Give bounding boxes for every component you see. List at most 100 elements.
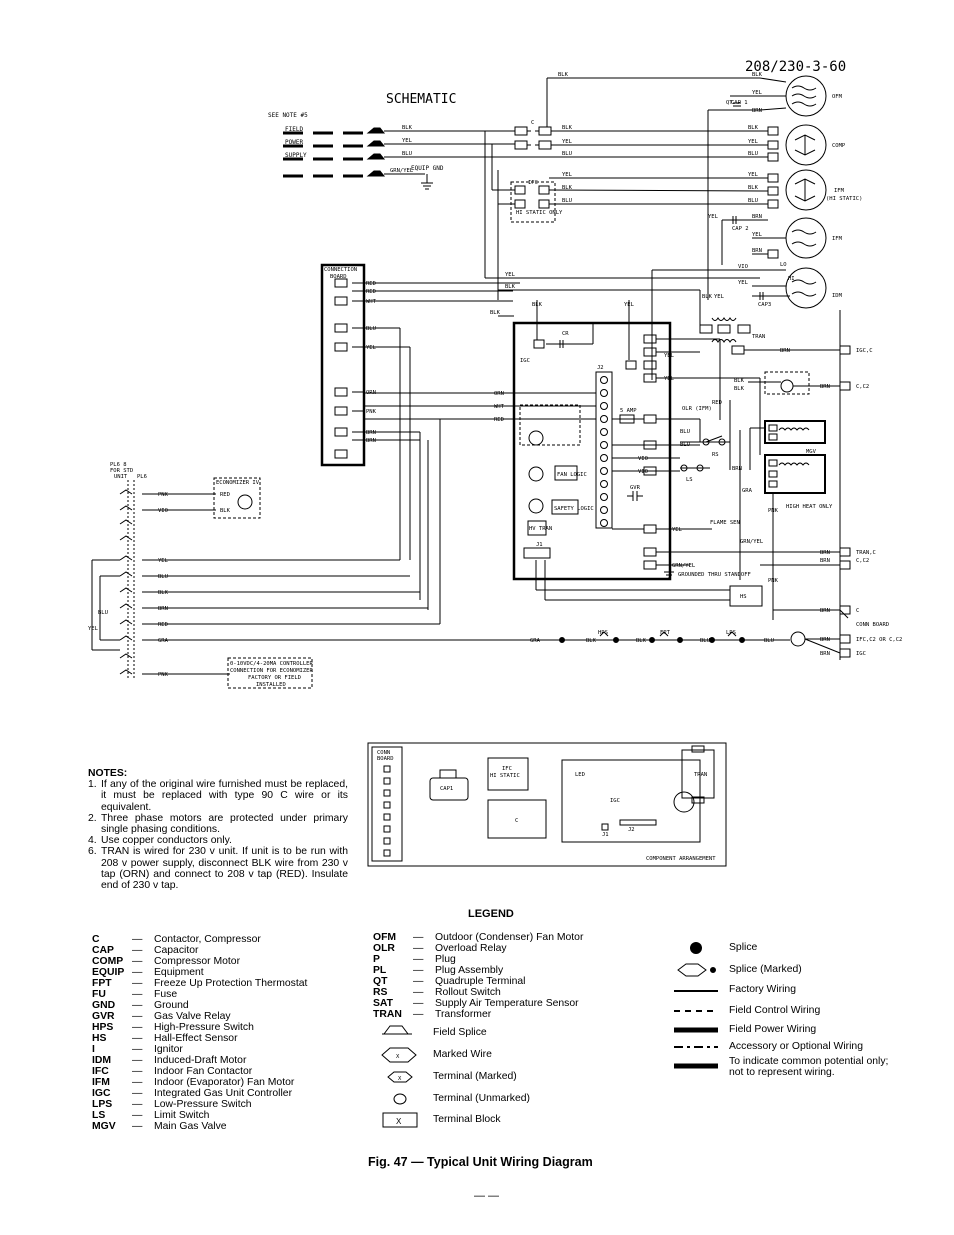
svg-text:FLAME SEN: FLAME SEN bbox=[710, 520, 740, 526]
svg-text:CAP 2: CAP 2 bbox=[732, 226, 749, 232]
svg-text:GRN/YEL: GRN/YEL bbox=[672, 563, 696, 569]
svg-text:CONNECTION: CONNECTION bbox=[324, 267, 357, 273]
legend-symbol-label: Splice bbox=[729, 942, 758, 953]
svg-text:BRN: BRN bbox=[366, 438, 376, 444]
svg-text:CR: CR bbox=[562, 331, 569, 337]
svg-text:YEL: YEL bbox=[562, 139, 573, 145]
svg-text:C: C bbox=[531, 120, 534, 126]
svg-text:BOARD: BOARD bbox=[377, 756, 394, 762]
legend-item: CAP—Capacitor bbox=[92, 945, 199, 956]
legend-item: FPT—Freeze Up Protection Thermostat bbox=[92, 978, 308, 989]
svg-text:CAP1: CAP1 bbox=[440, 786, 453, 792]
legend-item: RS—Rollout Switch bbox=[373, 987, 501, 998]
legend-item: SAT—Supply Air Temperature Sensor bbox=[373, 998, 579, 1009]
svg-text:BLK: BLK bbox=[562, 125, 573, 131]
svg-text:IGC: IGC bbox=[520, 358, 530, 364]
legend-item: C—Contactor, Compressor bbox=[92, 934, 261, 945]
legend-symbols bbox=[381, 942, 718, 1128]
legend-symbol-label: Terminal Block bbox=[433, 1114, 501, 1125]
svg-text:IFC,C2 OR C,C2: IFC,C2 OR C,C2 bbox=[856, 637, 902, 643]
svg-text:HI: HI bbox=[788, 276, 795, 282]
svg-text:WHT: WHT bbox=[366, 299, 377, 305]
legend-symbol-label: To indicate common potential only; bbox=[729, 1056, 889, 1067]
svg-text:FACTORY OR FIELD: FACTORY OR FIELD bbox=[248, 675, 301, 681]
svg-text:BRN: BRN bbox=[780, 348, 790, 354]
note-item: 4.Use copper conductors only. bbox=[88, 835, 232, 847]
svg-text:BLK: BLK bbox=[402, 125, 413, 131]
legend-symbol-label: Terminal (Marked) bbox=[433, 1071, 517, 1082]
svg-text:PNK: PNK bbox=[158, 672, 169, 678]
svg-text:GVR: GVR bbox=[630, 485, 641, 491]
svg-text:FOR STD: FOR STD bbox=[110, 468, 133, 474]
svg-text:BRN: BRN bbox=[820, 637, 830, 643]
svg-text:BLK: BLK bbox=[734, 386, 745, 392]
voltage-title: 208/230-3-60 bbox=[745, 59, 846, 75]
component-arrangement bbox=[367, 742, 727, 867]
legend-item: OLR—Overload Relay bbox=[373, 943, 507, 954]
svg-text:YEL: YEL bbox=[672, 527, 683, 533]
svg-text:BLK: BLK bbox=[532, 302, 543, 308]
svg-text:LPS: LPS bbox=[726, 630, 736, 636]
note-item: 1.If any of the original wire furnished … bbox=[88, 779, 348, 813]
svg-text:QT: QT bbox=[726, 100, 733, 106]
svg-text:GRA: GRA bbox=[530, 638, 541, 644]
svg-text:BRN: BRN bbox=[820, 558, 830, 564]
svg-text:BLU: BLU bbox=[764, 638, 774, 644]
svg-text:BLK: BLK bbox=[702, 294, 713, 300]
svg-text:BRN: BRN bbox=[158, 606, 168, 612]
svg-text:LED: LED bbox=[575, 772, 585, 778]
figure-caption: Fig. 47 — Typical Unit Wiring Diagram bbox=[368, 1155, 593, 1169]
svg-text:X: X bbox=[396, 1054, 400, 1060]
svg-text:CAP 1: CAP 1 bbox=[731, 100, 748, 106]
svg-text:PL6: PL6 bbox=[137, 474, 147, 480]
svg-text:BLU: BLU bbox=[158, 574, 168, 580]
svg-text:HV TRAN: HV TRAN bbox=[529, 526, 552, 532]
component-arrangement-labels: CONN BOARD CAP1 IFC HI STATIC C LED IGC … bbox=[377, 750, 716, 862]
svg-text:COMPONENT ARRANGEMENT: COMPONENT ARRANGEMENT bbox=[646, 856, 716, 862]
legend-symbol-label: not to represent wiring. bbox=[729, 1067, 835, 1078]
svg-text:PNK: PNK bbox=[366, 409, 377, 415]
svg-text:IFM: IFM bbox=[834, 188, 845, 194]
svg-text:C,C2: C,C2 bbox=[856, 558, 869, 564]
note-item: 2.Three phase motors are protected under… bbox=[88, 812, 348, 836]
legend-item: COMP—Compressor Motor bbox=[92, 956, 241, 967]
svg-text:WHT: WHT bbox=[494, 404, 505, 410]
legend-item: IFM—Indoor (Evaporator) Fan Motor bbox=[92, 1077, 295, 1088]
svg-text:MGV: MGV bbox=[806, 449, 817, 455]
equip-gnd-label: EQUIP GND bbox=[411, 165, 444, 172]
svg-text:J1: J1 bbox=[602, 832, 609, 838]
svg-text:IFC: IFC bbox=[502, 766, 512, 772]
legend-item: P—Plug bbox=[373, 954, 456, 965]
svg-text:TRAN: TRAN bbox=[694, 772, 707, 778]
legend-item: TRAN—Transformer bbox=[373, 1009, 492, 1020]
svg-text:PL6 8: PL6 8 bbox=[110, 462, 127, 468]
svg-text:BLU: BLU bbox=[366, 326, 376, 332]
svg-text:(HI STATIC): (HI STATIC) bbox=[826, 196, 862, 202]
svg-text:BRN: BRN bbox=[820, 651, 830, 657]
svg-text:PNK: PNK bbox=[768, 508, 779, 514]
legend-item: I—Ignitor bbox=[92, 1044, 183, 1055]
svg-text:BLK: BLK bbox=[490, 310, 501, 316]
svg-text:BRN: BRN bbox=[732, 466, 742, 472]
svg-text:ECONOMIZER IV: ECONOMIZER IV bbox=[216, 480, 260, 486]
svg-text:CONN BOARD: CONN BOARD bbox=[856, 622, 889, 628]
legend-item: IDM—Induced-Draft Motor bbox=[92, 1055, 247, 1066]
svg-text:HS: HS bbox=[740, 594, 747, 600]
svg-text:BLK: BLK bbox=[558, 72, 569, 78]
legend-markers: X X X bbox=[396, 1054, 402, 1126]
svg-text:BLU: BLU bbox=[680, 429, 690, 435]
svg-text:YEL: YEL bbox=[708, 214, 719, 220]
svg-text:BLK: BLK bbox=[636, 638, 647, 644]
legend-abbreviations-col1: C—Contactor, Compressor CAP—Capacitor CO… bbox=[92, 934, 307, 1132]
svg-text:IGC: IGC bbox=[856, 651, 866, 657]
svg-text:X: X bbox=[398, 1076, 402, 1082]
svg-text:YEL: YEL bbox=[158, 558, 169, 564]
svg-text:PNK: PNK bbox=[158, 492, 169, 498]
svg-text:X: X bbox=[396, 1117, 402, 1126]
svg-text:BRN: BRN bbox=[366, 430, 376, 436]
legend-item: GVR—Gas Valve Relay bbox=[92, 1011, 231, 1022]
svg-text:BLK: BLK bbox=[748, 125, 759, 131]
svg-text:BRN: BRN bbox=[752, 248, 762, 254]
svg-text:INSTALLED: INSTALLED bbox=[256, 682, 286, 688]
